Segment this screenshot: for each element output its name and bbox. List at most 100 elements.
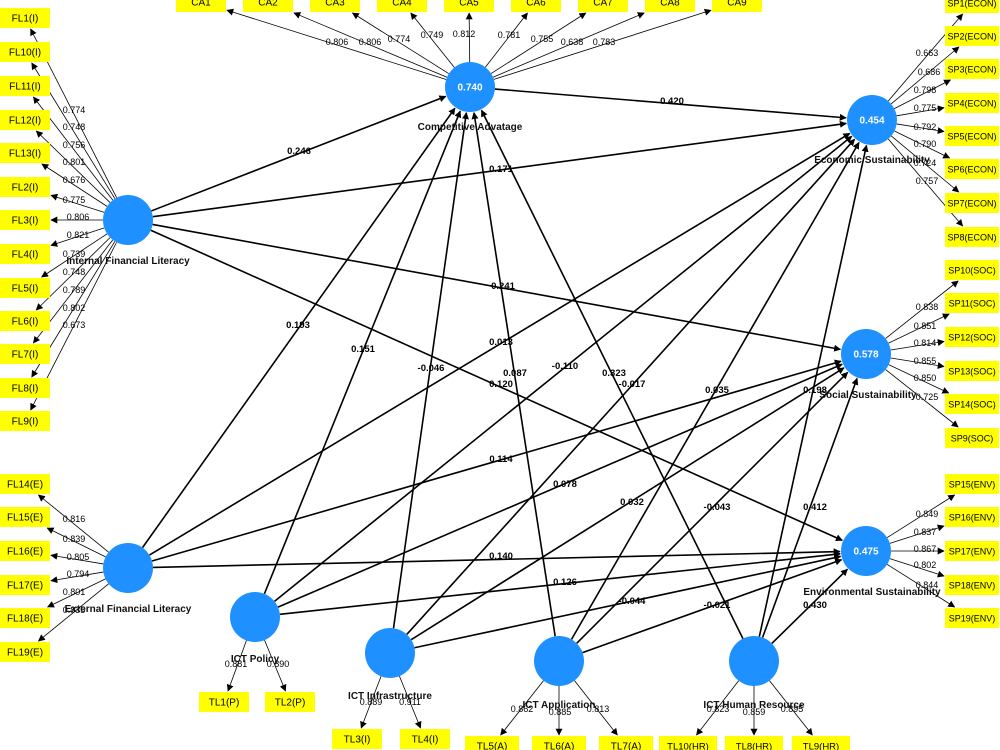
indicator-label-ca6: CA6: [526, 0, 546, 9]
path-coefficient-a-ca: 0.087: [503, 368, 527, 379]
loading-line-fl18-e: [47, 578, 106, 608]
loading-line-tl9-hr: [769, 680, 813, 736]
construct-label-social-sustainability: Social Sustainability: [819, 390, 917, 401]
loading-value-sp2-econ: 0.663: [916, 48, 939, 58]
path-coefficient-p-ca: 0.151: [351, 344, 375, 355]
indicator-box-tl1-p: [199, 692, 249, 712]
path-a-to-ca: [471, 112, 556, 637]
indicator-label-sp15-env: SP15(ENV): [949, 480, 996, 490]
indicator-label-sp9-soc: SP9(SOC): [951, 434, 994, 444]
loading-value-sp12-soc: 0.851: [914, 321, 937, 331]
indicator-label-tl9-hr: TL9(HR): [803, 742, 839, 750]
indicator-label-sp4-econ: SP4(ECON): [947, 99, 996, 109]
loading-value-ca4: 0.749: [421, 30, 444, 40]
indicator-box-sp16-env: [945, 507, 999, 527]
loading-value-sp13-soc: 0.814: [914, 338, 937, 348]
loading-line-tl10-hr: [696, 680, 739, 736]
indicator-box-ca7: [578, 0, 628, 12]
indicator-label-fl17-e: FL17(E): [7, 581, 43, 592]
r-squared-social-sustainability: 0.578: [853, 350, 878, 361]
path-efl-to-econ: [149, 132, 851, 556]
path-efl-to-env: [152, 548, 841, 569]
loading-value-fl16-e: 0.805: [67, 552, 90, 562]
path-p-to-env: [279, 550, 841, 616]
loading-value-tl10-hr: 0.823: [707, 704, 730, 714]
loading-value-sp5-econ: 0.775: [914, 103, 937, 113]
loading-value-tl5-a: 0.862: [511, 704, 534, 714]
indicator-box-fl5-i: [0, 278, 50, 298]
indicator-box-ca3: [310, 0, 360, 12]
loading-value-tl8-hr: 0.859: [743, 707, 766, 717]
indicator-label-sp12-soc: SP12(SOC): [948, 333, 996, 343]
path-coefficient-ifl-env: 0.120: [489, 379, 513, 390]
loading-line-ca8: [492, 12, 645, 78]
indicator-box-fl15-e: [0, 507, 50, 527]
indicator-box-tl4-i: [400, 729, 450, 749]
path-a-to-econ: [570, 141, 860, 640]
loading-value-fl13-i: 0.676: [63, 175, 86, 185]
path-ifl-to-soc: [152, 223, 842, 352]
indicator-box-fl18-e: [0, 608, 50, 628]
loading-value-fl3-i: 0.806: [67, 212, 90, 222]
indicator-box-sp19-env: [945, 608, 999, 628]
loading-value-fl4-i: 0.821: [67, 230, 90, 240]
path-hr-to-ca: [480, 109, 744, 639]
indicator-label-fl2-i: FL2(I): [12, 183, 39, 194]
path-efl-to-soc: [151, 359, 842, 562]
indicator-label-fl4-i: FL4(I): [12, 250, 39, 261]
loading-value-sp6-econ: 0.792: [914, 122, 937, 132]
path-coefficient-i-econ: -0.017: [619, 379, 646, 390]
path-hr-to-econ: [758, 144, 869, 637]
indicator-box-sp7-econ: [945, 193, 999, 213]
loading-value-tl7-a: 0.813: [587, 704, 610, 714]
path-coefficient-p-env: 0.126: [553, 577, 577, 588]
path-coefficient-ifl-soc: 0.241: [491, 281, 515, 292]
loading-value-fl17-e: 0.794: [67, 569, 90, 579]
indicator-label-fl15-e: FL15(E): [7, 513, 43, 524]
path-ifl-to-ca: [151, 95, 447, 212]
loading-line-ca1: [226, 8, 447, 80]
indicator-label-sp14-soc: SP14(SOC): [948, 400, 996, 410]
indicator-label-sp11-soc: SP11(SOC): [949, 299, 996, 309]
loading-value-ca3: 0.774: [388, 34, 411, 44]
indicator-label-tl10-hr: TL10(HR): [667, 742, 709, 750]
loading-line-sp5-econ: [896, 123, 945, 134]
indicator-label-fl8-i: FL8(I): [12, 384, 39, 395]
path-coefficient-a-econ: 0.035: [705, 385, 729, 396]
indicator-label-fl3-i: FL3(I): [12, 216, 39, 227]
loading-line-fl2-i: [50, 193, 105, 213]
indicator-box-sp5-econ: [945, 126, 999, 146]
indicator-label-tl5-a: TL5(A): [477, 742, 508, 750]
indicator-box-fl7-i: [0, 344, 50, 364]
indicator-box-ca2: [243, 0, 293, 12]
indicator-label-fl13-i: FL13(I): [9, 149, 41, 160]
indicator-label-sp8-econ: SP8(ECON): [947, 233, 996, 243]
construct-ict-application: [534, 636, 584, 686]
path-coefficient-efl-env: 0.140: [489, 551, 513, 562]
loading-line-fl15-e: [46, 527, 106, 558]
extra-loading-value: 0.844: [916, 580, 939, 590]
indicator-label-tl2-p: TL2(P): [275, 698, 306, 709]
path-coefficient-ifl-econ: 0.171: [489, 164, 513, 175]
indicator-box-fl12-i: [0, 110, 50, 130]
loading-line-fl17-e: [50, 571, 104, 584]
indicator-box-fl2-i: [0, 177, 50, 197]
indicator-label-fl5-i: FL5(I): [12, 284, 39, 295]
loading-value-tl6-a: 0.885: [549, 707, 572, 717]
loading-line-ca4: [410, 12, 455, 68]
indicator-box-tl10-hr: [659, 736, 717, 750]
loading-line-sp19-env: [886, 564, 956, 608]
loading-line-fl5-i: [41, 233, 108, 278]
indicator-box-fl6-i: [0, 311, 50, 331]
indicator-label-fl12-i: FL12(I): [9, 116, 41, 127]
loading-value-fl9-i: 0.673: [63, 320, 86, 330]
indicator-box-tl5-a: [465, 736, 519, 750]
loading-value-sp19-env: 0.802: [914, 560, 937, 570]
loading-value-sp16-env: 0.849: [916, 509, 939, 519]
loading-value-sp7-econ: 0.790: [914, 139, 937, 149]
path-i-to-soc: [410, 367, 845, 641]
loading-line-ca9: [493, 8, 712, 80]
